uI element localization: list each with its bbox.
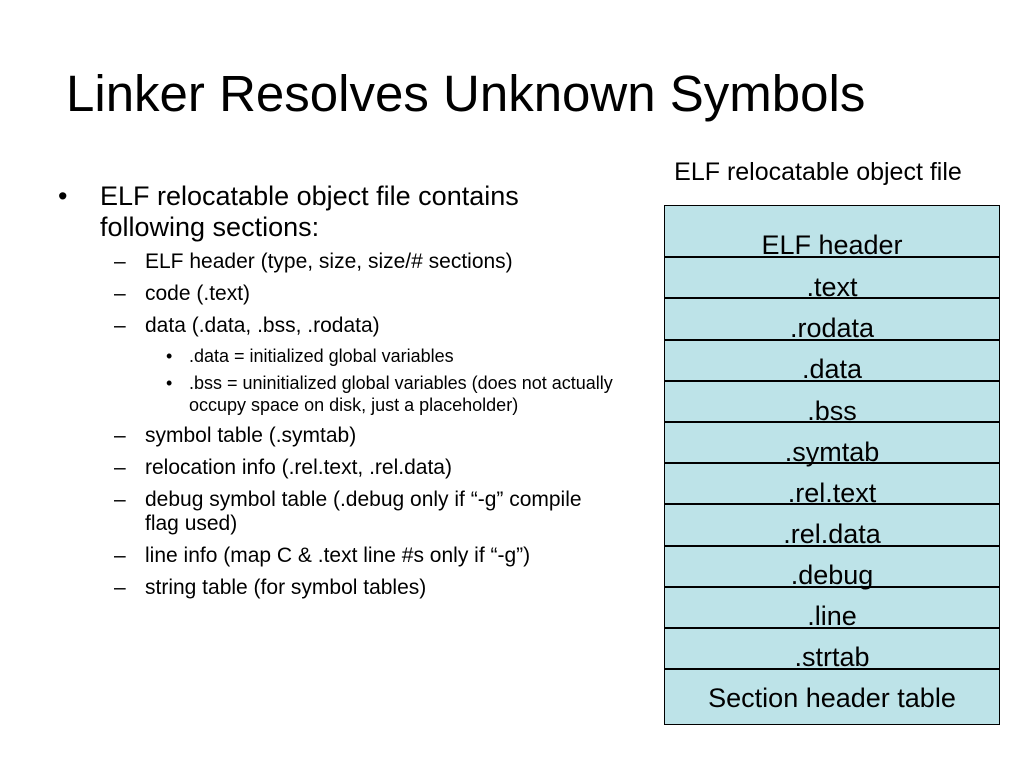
bullet-text: ELF relocatable object file contains fol… (100, 181, 519, 242)
elf-section-label: .text (806, 272, 858, 302)
elf-section-label: .strtab (794, 642, 870, 672)
elf-section-label: .rel.data (783, 519, 881, 549)
sub-sub-bullet-text: .data = initialized global variables (189, 346, 454, 366)
dash-mark: – (114, 544, 126, 567)
dash-mark: – (114, 576, 126, 599)
elf-section-stack: ELF header .text .rodata .data .bss .symtab .r… (664, 205, 1000, 725)
sub-bullet-item: – symbol table (.symtab) (58, 424, 618, 448)
dash-mark: – (114, 424, 126, 447)
section-divider (665, 627, 999, 629)
sub-bullet-text: line info (map C & .text line #s only if… (145, 544, 531, 567)
slide-title: Linker Resolves Unknown Symbols (66, 65, 866, 122)
section-divider (665, 503, 999, 505)
dash-mark: – (114, 250, 126, 273)
sub-sub-bullet-item: • .bss = uninitialized global variables … (58, 372, 618, 416)
sub-bullet-item: – data (.data, .bss, .rodata) • .data = … (58, 314, 618, 416)
elf-section-label: .line (807, 601, 857, 631)
section-divider (665, 297, 999, 299)
dash-mark: – (114, 282, 126, 305)
sub-bullet-text: code (.text) (145, 282, 251, 305)
section-divider (665, 380, 999, 382)
sub-bullet-item: – relocation info (.rel.text, .rel.data) (58, 456, 618, 480)
elf-section-label: .rodata (789, 313, 875, 343)
elf-section-label: .debug (790, 560, 874, 590)
section-divider (665, 462, 999, 464)
elf-section-label: .data (801, 354, 863, 384)
bullet-mark: • (166, 373, 173, 393)
sub-bullet-text: symbol table (.symtab) (145, 424, 357, 447)
sub-sub-bullet-item: • .data = initialized global variables (58, 345, 618, 367)
sub-bullet-text: debug symbol table (.debug only if “-g” … (145, 488, 582, 535)
sub-bullet-item: – line info (map C & .text line #s only … (58, 544, 618, 568)
bullet-list: • ELF relocatable object file contains f… (58, 181, 618, 608)
section-divider (665, 668, 999, 670)
sub-bullet-item: – code (.text) (58, 282, 618, 306)
dash-mark: – (114, 488, 126, 511)
elf-section-label: .rel.text (787, 478, 877, 508)
section-divider (665, 421, 999, 423)
elf-file-caption: ELF relocatable object file (674, 158, 962, 186)
section-divider (665, 586, 999, 588)
sub-bullet-item: – debug symbol table (.debug only if “-g… (58, 488, 618, 536)
sub-sub-bullet-list: • .data = initialized global variables •… (58, 345, 618, 416)
elf-section-label: .symtab (784, 437, 880, 467)
dash-mark: – (114, 456, 126, 479)
bullet-mark: • (166, 346, 173, 366)
elf-section-label: Section header table (708, 683, 956, 713)
elf-section-label: .bss (807, 396, 857, 426)
sub-bullet-text: relocation info (.rel.text, .rel.data) (145, 456, 452, 479)
sub-bullet-item: – string table (for symbol tables) (58, 576, 618, 600)
sub-sub-bullet-text: .bss = uninitialized global variables (d… (189, 373, 613, 415)
sub-bullet-item: – ELF header (type, size, size/# section… (58, 250, 618, 274)
elf-section-label: ELF header (761, 230, 903, 260)
section-divider (665, 339, 999, 341)
bullet-item: • ELF relocatable object file contains f… (58, 181, 618, 243)
sub-bullet-text: data (.data, .bss, .rodata) (145, 314, 380, 337)
dash-mark: – (114, 314, 126, 337)
sub-bullet-list: – ELF header (type, size, size/# section… (58, 250, 618, 600)
bullet-mark: • (58, 181, 68, 211)
section-divider (665, 545, 999, 547)
section-divider (665, 256, 999, 258)
sub-bullet-text: string table (for symbol tables) (145, 576, 427, 599)
sub-bullet-text: ELF header (type, size, size/# sections) (145, 250, 513, 273)
